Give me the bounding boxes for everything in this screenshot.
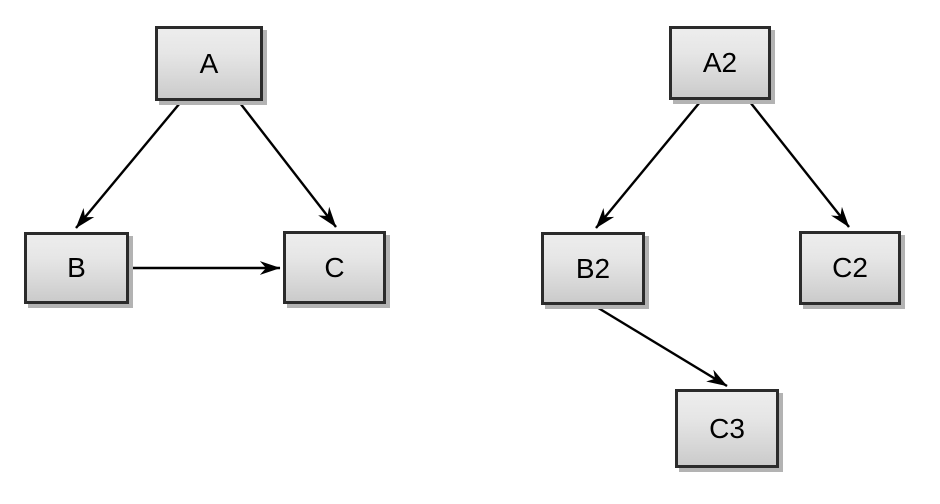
node-b2[interactable]: B2 [541, 232, 645, 305]
node-b[interactable]: B [24, 232, 129, 304]
node-label-c2: C2 [832, 252, 868, 283]
node-label-a2: A2 [702, 47, 738, 78]
node-label-b: B [67, 252, 86, 283]
edge-a2-to-c2 [749, 101, 850, 228]
node-label-a: A [199, 47, 219, 79]
node-a2[interactable]: A2 [669, 26, 771, 100]
edge-a2-to-b2 [595, 101, 701, 229]
node-label-b2: B2 [575, 252, 611, 284]
edge-a-to-b [75, 102, 181, 229]
node-c2[interactable]: C2 [799, 231, 901, 305]
edge-b2-to-c3 [594, 304, 728, 388]
node-c[interactable]: C [283, 231, 386, 304]
node-label-c: C [324, 251, 345, 283]
node-c3[interactable]: C3 [675, 389, 779, 468]
edge-a-to-c [239, 102, 337, 228]
node-a[interactable]: A [155, 26, 263, 101]
node-label-c3: C3 [709, 412, 745, 444]
